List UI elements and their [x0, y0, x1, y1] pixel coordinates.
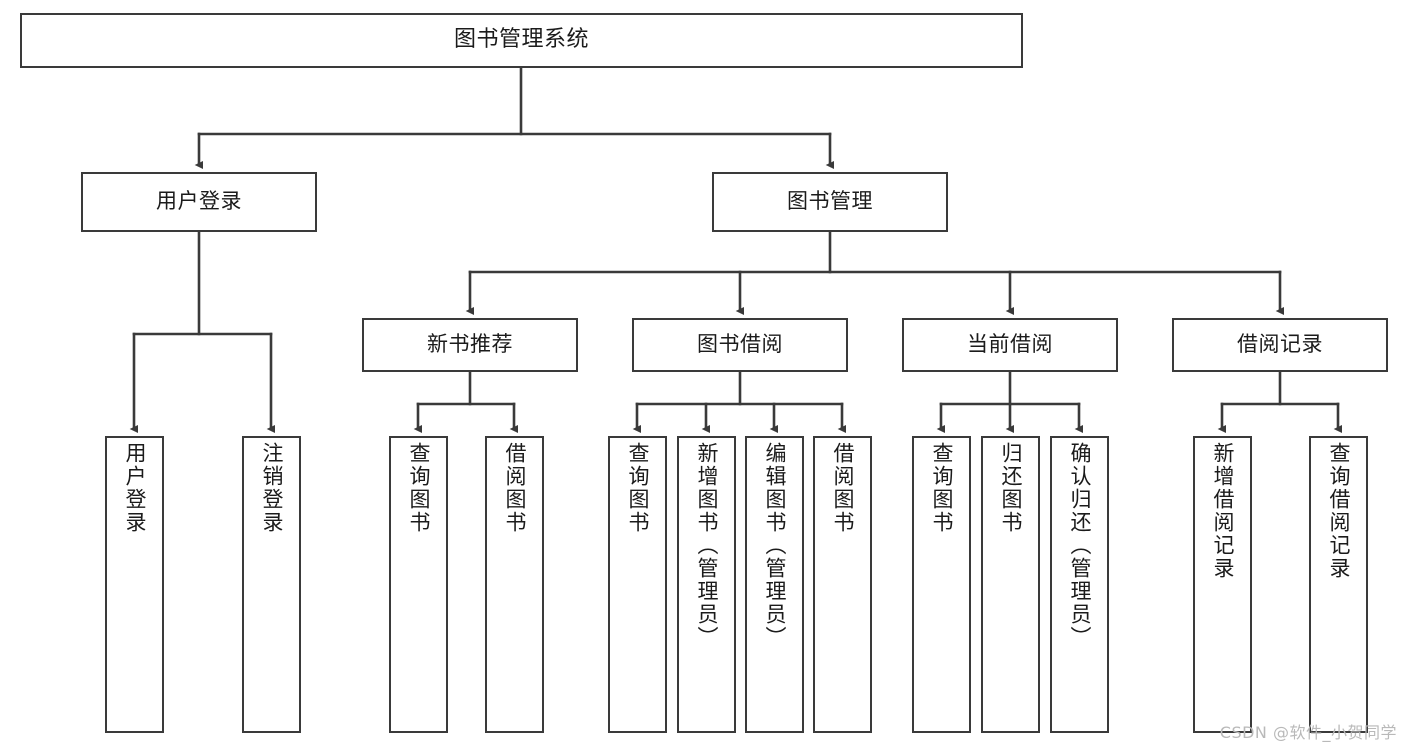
leaf-current-return-book[interactable]: 归还图书 [981, 436, 1040, 733]
leaf-records-query-record[interactable]: 查询借阅记录 [1309, 436, 1368, 733]
node-label: 用户登录 [156, 189, 242, 214]
leaf-current-query-book[interactable]: 查询图书 [912, 436, 971, 733]
node-label: 用户登录 [123, 442, 147, 534]
node-label: 查询图书 [626, 442, 650, 534]
node-label: 图书管理系统 [453, 27, 589, 53]
node-label: 图书借阅 [697, 332, 783, 357]
leaf-borrow-borrow-book[interactable]: 借阅图书 [813, 436, 872, 733]
leaf-user-login-signin[interactable]: 用户登录 [105, 436, 164, 733]
leaf-new-book-borrow[interactable]: 借阅图书 [485, 436, 544, 733]
node-label: 图书管理 [787, 189, 873, 214]
node-label: 新增借阅记录 [1211, 442, 1235, 580]
node-root-system[interactable]: 图书管理系统 [20, 13, 1023, 68]
leaf-user-login-signout[interactable]: 注销登录 [242, 436, 301, 733]
node-label: 借阅图书 [503, 442, 527, 534]
node-label: 确认归还（管理员） [1068, 442, 1092, 649]
node-label: 新书推荐 [427, 332, 513, 357]
node-current-borrow[interactable]: 当前借阅 [902, 318, 1118, 372]
leaf-current-confirm-return-admin[interactable]: 确认归还（管理员） [1050, 436, 1109, 733]
leaf-records-add-record[interactable]: 新增借阅记录 [1193, 436, 1252, 733]
node-book-borrow[interactable]: 图书借阅 [632, 318, 848, 372]
node-label: 编辑图书（管理员） [763, 442, 787, 649]
node-label: 注销登录 [260, 442, 284, 534]
node-label: 查询图书 [930, 442, 954, 534]
leaf-borrow-add-book-admin[interactable]: 新增图书（管理员） [677, 436, 736, 733]
node-label: 归还图书 [999, 442, 1023, 534]
node-label: 新增图书（管理员） [695, 442, 719, 649]
node-new-book-recommend[interactable]: 新书推荐 [362, 318, 578, 372]
node-label: 借阅图书 [831, 442, 855, 534]
node-label: 查询借阅记录 [1327, 442, 1351, 580]
node-user-login[interactable]: 用户登录 [81, 172, 317, 232]
node-label: 借阅记录 [1237, 332, 1323, 357]
node-borrow-records[interactable]: 借阅记录 [1172, 318, 1388, 372]
leaf-borrow-query-book[interactable]: 查询图书 [608, 436, 667, 733]
leaf-borrow-edit-book-admin[interactable]: 编辑图书（管理员） [745, 436, 804, 733]
watermark-text: CSDN @软件_小贺同学 [1219, 723, 1397, 742]
leaf-new-book-query[interactable]: 查询图书 [389, 436, 448, 733]
node-book-management[interactable]: 图书管理 [712, 172, 948, 232]
node-label: 当前借阅 [967, 332, 1053, 357]
node-label: 查询图书 [407, 442, 431, 534]
